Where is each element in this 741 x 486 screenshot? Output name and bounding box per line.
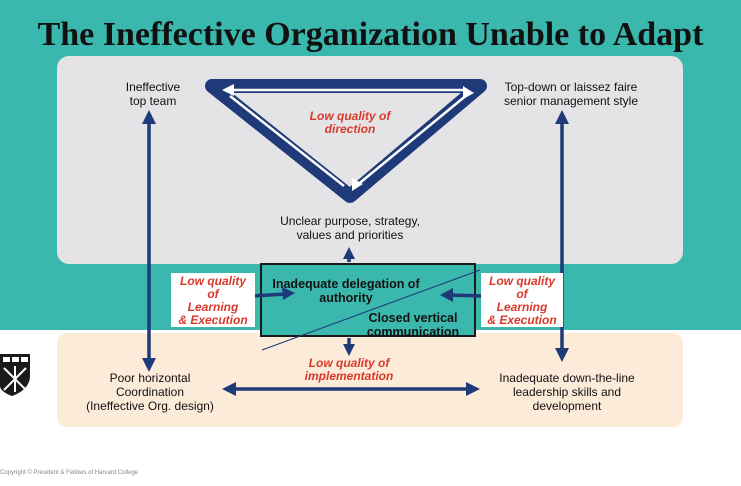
bottom-panel [57,333,683,427]
node-inadequate-delegation: Inadequate delegation of authority [262,277,430,305]
slide-title: The Ineffective Organization Unable to A… [37,16,704,53]
label-learning-right: Low quality of Learning & Execution [481,275,563,327]
right-into-box-arrow [447,293,485,298]
node-closed-vertical: Closed vertical communication [352,311,474,339]
shield-logo-icon [0,354,30,396]
copyright-text: Copyright © President & Fellows of Harva… [0,470,139,476]
node-ineffective-top-team-text: Ineffective top team [125,80,181,108]
left-into-box-arrow [251,292,287,298]
node-closed-vertical-text: Closed vertical communication [366,311,460,339]
label-low-quality-implementation: Low quality of implementation [286,357,412,383]
label-box-learning-left [171,273,255,327]
label-box-learning-right [481,273,563,327]
label-learning-left: Low quality of Learning & Execution [171,275,255,327]
node-management-style-text: Top-down or laissez faire senior managem… [503,80,639,108]
node-inadequate-delegation-text: Inadequate delegation of authority [272,277,420,305]
node-ineffective-top-team: Ineffective top team [98,80,208,108]
label-learning-left-text: Low quality of Learning & Execution [178,274,248,327]
diagonal-line [261,269,481,351]
label-low-quality-direction: Low quality of direction [290,110,410,136]
label-low-quality-direction-text: Low quality of direction [309,109,391,136]
label-low-quality-implementation-text: Low quality of implementation [304,356,394,383]
node-poor-horizontal-text: Poor horizontal Coordination (Ineffectiv… [86,371,214,413]
triangle-loop-arrows [205,79,487,203]
node-inadequate-leadership: Inadequate down-the-line leadership skil… [482,371,652,413]
node-inadequate-leadership-text: Inadequate down-the-line leadership skil… [499,371,635,413]
center-box [260,263,476,337]
label-learning-right-text: Low quality of Learning & Execution [487,274,557,327]
node-unclear-purpose: Unclear purpose, strategy, values and pr… [262,214,438,242]
node-poor-horizontal: Poor horizontal Coordination (Ineffectiv… [80,371,220,413]
node-management-style: Top-down or laissez faire senior managem… [486,80,656,108]
node-unclear-purpose-text: Unclear purpose, strategy, values and pr… [280,214,420,242]
